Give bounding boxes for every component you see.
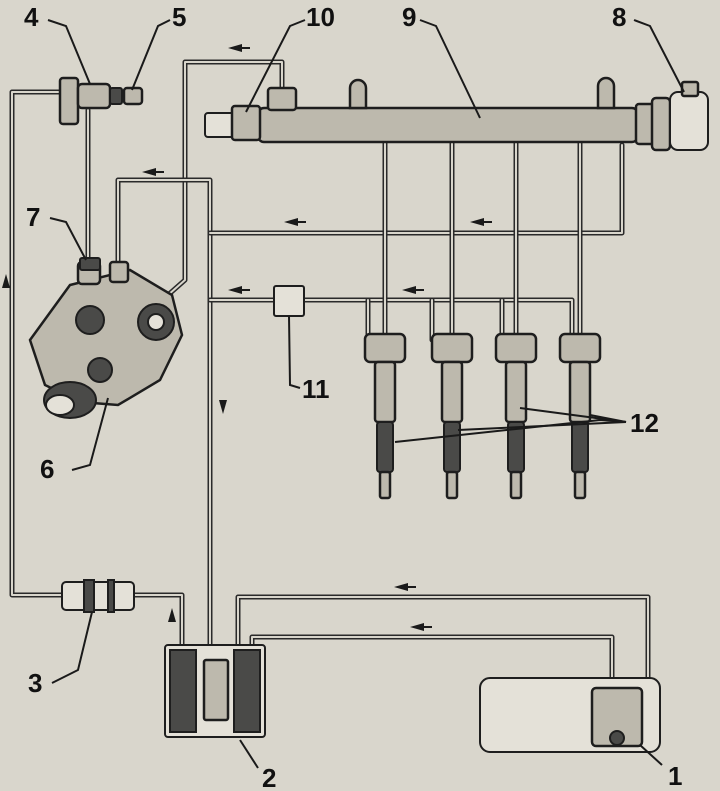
fuel-cooler <box>164 644 266 738</box>
fuel-tank-icon <box>479 677 661 753</box>
flow-arrow-icon <box>228 286 250 294</box>
fuel-temperature-sensor <box>122 86 144 106</box>
flow-arrows <box>2 44 492 631</box>
callout-6: 6 <box>40 454 54 484</box>
injector-icon <box>558 332 602 500</box>
rail-return-line <box>207 142 625 236</box>
fuel-lines <box>9 59 651 703</box>
callout-7: 7 <box>26 202 40 232</box>
injector-icon <box>494 332 538 500</box>
fuel-rail <box>204 76 640 144</box>
flow-arrow-icon <box>284 218 306 226</box>
injector-icon <box>363 332 407 500</box>
injector-icon <box>430 332 474 500</box>
pump-return-line <box>115 177 213 648</box>
tank-return-line <box>235 594 651 693</box>
flow-arrow-icon <box>470 218 492 226</box>
callout-12: 12 <box>630 408 659 438</box>
flow-arrow-icon <box>228 44 250 52</box>
callout-9: 9 <box>402 2 416 32</box>
flow-arrow-icon <box>219 400 227 414</box>
fuel-filter-icon <box>61 579 135 613</box>
fuel-metering-unit <box>79 257 101 271</box>
high-pressure-pump-icon <box>28 260 184 419</box>
flow-arrow-icon <box>2 274 10 288</box>
flow-arrow-icon <box>394 583 416 591</box>
callout-2: 2 <box>262 763 276 791</box>
fuel-pressure-valve <box>58 76 123 126</box>
flow-arrow-icon <box>142 168 164 176</box>
rail-pressure-sensor <box>266 86 298 112</box>
flow-arrow-icon <box>168 608 176 622</box>
callout-4: 4 <box>24 2 39 32</box>
flow-arrow-icon <box>410 623 432 631</box>
filter-to-cooler-line <box>129 592 185 653</box>
callout-10: 10 <box>306 2 335 32</box>
return-junction <box>273 285 305 317</box>
callout-5: 5 <box>172 2 186 32</box>
callout-11: 11 <box>302 374 330 404</box>
callout-1: 1 <box>668 761 682 791</box>
injectors <box>363 332 602 500</box>
pressure-regulator-valve <box>634 80 709 152</box>
callout-3: 3 <box>28 668 42 698</box>
leader-lines <box>47 19 685 769</box>
callout-labels: 1 2 3 4 5 6 7 8 9 10 11 12 <box>24 2 682 791</box>
flow-arrow-icon <box>402 286 424 294</box>
callout-8: 8 <box>612 2 626 32</box>
